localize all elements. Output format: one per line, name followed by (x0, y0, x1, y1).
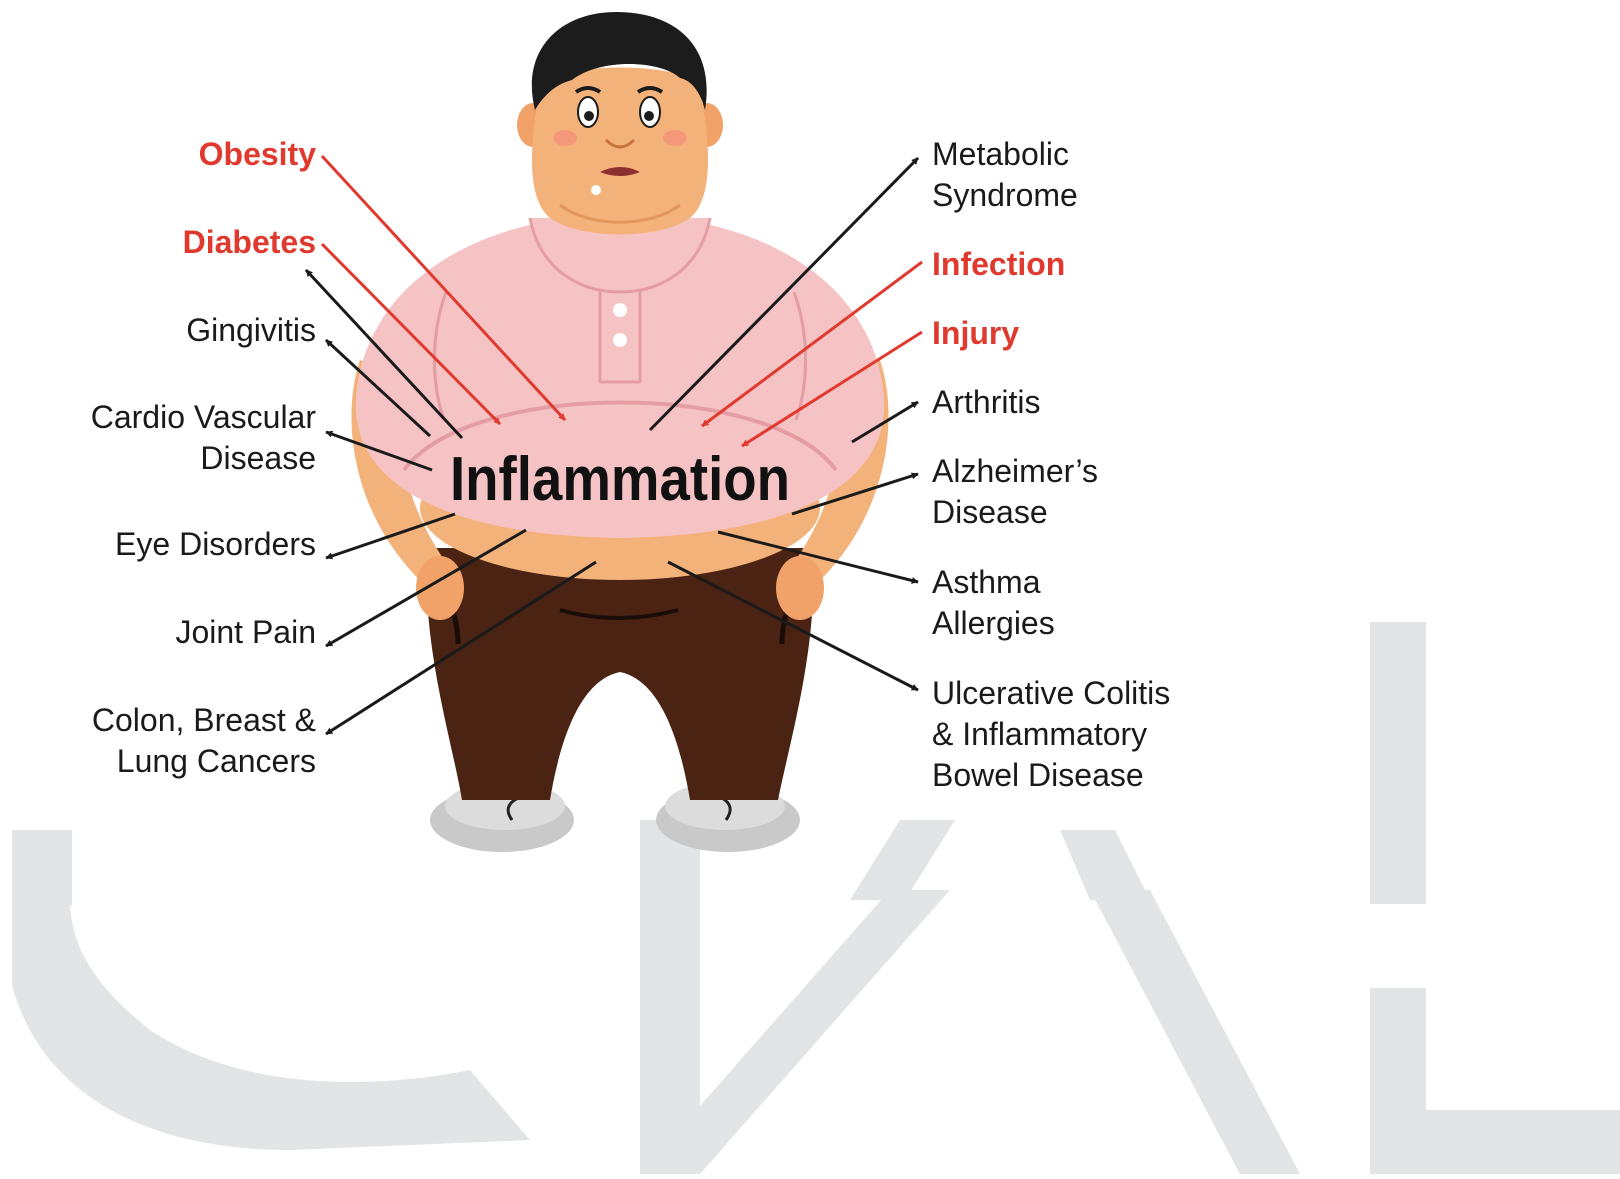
label-metabolic-syndrome: Metabolic Syndrome (932, 134, 1078, 216)
label-diabetes: Diabetes (183, 222, 316, 263)
watermark-slash-top (850, 820, 955, 900)
label-eye-line: Eye Disorders (115, 524, 316, 565)
label-infection: Infection (932, 244, 1065, 285)
watermark-l-foot (1426, 1110, 1620, 1174)
shirt-button-1 (613, 303, 627, 317)
label-cardio-line-2: Disease (91, 438, 316, 479)
character-illustration (351, 12, 888, 852)
label-alzheimers-line-2: Disease (932, 492, 1098, 533)
label-diabetes-line: Diabetes (183, 222, 316, 263)
label-ulcerative-colitis: Ulcerative Colitis & Inflammatory Bowel … (932, 673, 1170, 796)
label-alzheimers-line-1: Alzheimer’s (932, 451, 1098, 492)
label-cancers-line-1: Colon, Breast & (92, 700, 316, 741)
label-asthma-line-1: Asthma (932, 562, 1055, 603)
label-arthritis-line: Arthritis (932, 382, 1040, 423)
label-obesity: Obesity (199, 134, 316, 175)
label-alzheimers: Alzheimer’s Disease (932, 451, 1098, 533)
label-gingivitis: Gingivitis (186, 310, 316, 351)
label-cardio-vascular: Cardio Vascular Disease (91, 397, 316, 479)
label-cancers-line-2: Lung Cancers (92, 741, 316, 782)
right-hand (776, 556, 824, 620)
pants (427, 548, 814, 800)
label-asthma-line-2: Allergies (932, 603, 1055, 644)
label-colitis-line-3: Bowel Disease (932, 755, 1170, 796)
shirt-button-2 (613, 333, 627, 347)
label-gingivitis-line: Gingivitis (186, 310, 316, 351)
label-cancers: Colon, Breast & Lung Cancers (92, 700, 316, 782)
label-colitis-line-2: & Inflammatory (932, 714, 1170, 755)
label-joint-pain: Joint Pain (175, 612, 316, 653)
inflammation-label: Inflammation (450, 445, 790, 514)
label-arthritis: Arthritis (932, 382, 1040, 423)
left-cheek (553, 130, 577, 146)
label-metabolic-line-1: Metabolic (932, 134, 1078, 175)
right-pupil (644, 111, 654, 121)
label-joint-line: Joint Pain (175, 612, 316, 653)
face (532, 68, 708, 235)
label-eye-disorders: Eye Disorders (115, 524, 316, 565)
watermark-c-bar (12, 830, 72, 905)
left-pupil (584, 111, 594, 121)
drool (591, 185, 601, 195)
right-cheek (663, 130, 687, 146)
label-asthma-allergies: Asthma Allergies (932, 562, 1055, 644)
label-injury-line: Injury (932, 313, 1019, 354)
watermark-l-stem (1370, 622, 1426, 904)
label-cardio-line-1: Cardio Vascular (91, 397, 316, 438)
label-infection-line: Infection (932, 244, 1065, 285)
watermark-backslash (1090, 890, 1300, 1174)
watermark-l-stem-low (1370, 988, 1426, 1174)
label-metabolic-line-2: Syndrome (932, 175, 1078, 216)
watermark-backslash-top (1060, 830, 1150, 900)
label-injury: Injury (932, 313, 1019, 354)
label-colitis-line-1: Ulcerative Colitis (932, 673, 1170, 714)
label-obesity-line: Obesity (199, 134, 316, 175)
